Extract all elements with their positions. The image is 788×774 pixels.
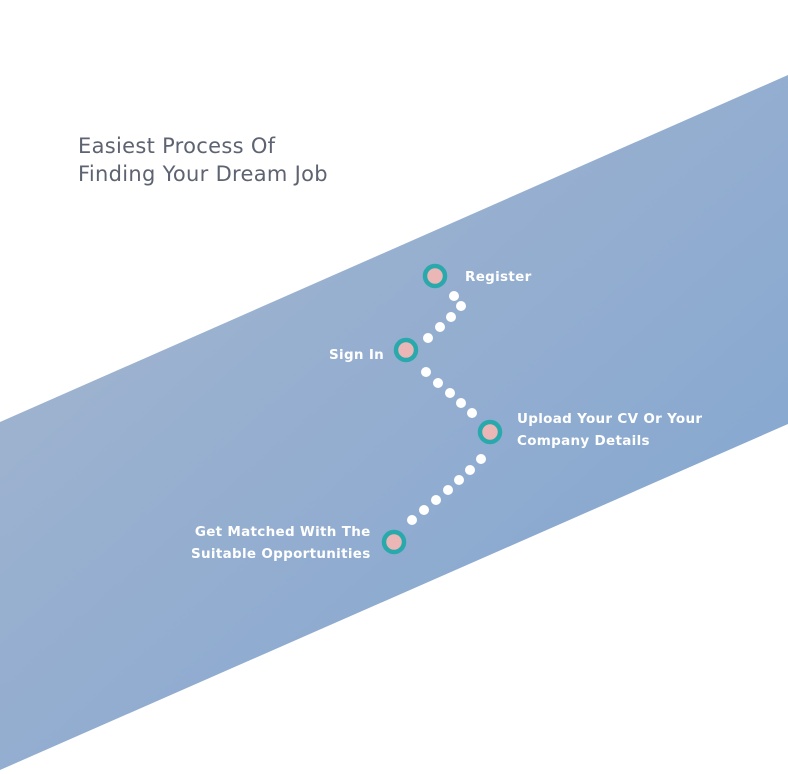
title-line-2: Finding Your Dream Job bbox=[78, 162, 328, 186]
connector-dot bbox=[465, 465, 475, 475]
connector-dot bbox=[454, 475, 464, 485]
connector-dot bbox=[435, 322, 445, 332]
step-node-sign-in bbox=[393, 337, 419, 363]
connector-dot bbox=[445, 388, 455, 398]
connector-dot bbox=[423, 333, 433, 343]
step-label-line: Register bbox=[465, 269, 532, 285]
connector-dot bbox=[419, 505, 429, 515]
connector-dot bbox=[431, 495, 441, 505]
step-label-register: Register bbox=[465, 266, 532, 288]
connector-dot bbox=[456, 398, 466, 408]
step-label-line: Upload Your CV Or Your bbox=[517, 411, 703, 427]
title-line-1: Easiest Process Of bbox=[78, 134, 276, 158]
step-label-sign-in: Sign In bbox=[329, 344, 384, 366]
step-label-upload: Upload Your CV Or Your Company Details bbox=[517, 408, 702, 452]
step-label-line: Suitable Opportunities bbox=[191, 546, 371, 562]
step-node-get-matched bbox=[381, 529, 407, 555]
connector-dot bbox=[443, 485, 453, 495]
connector-dot bbox=[449, 291, 459, 301]
step-label-line: Get Matched With The bbox=[194, 524, 371, 540]
step-label-line: Sign In bbox=[329, 347, 385, 363]
connector-dot bbox=[421, 367, 431, 377]
connector-dot bbox=[446, 312, 456, 322]
step-node-register bbox=[422, 263, 448, 289]
connector-dot bbox=[476, 454, 486, 464]
step-label-get-matched: Get Matched With The Suitable Opportunit… bbox=[191, 521, 371, 565]
connector-dot bbox=[407, 515, 417, 525]
diagonal-band bbox=[0, 75, 788, 770]
page-title: Easiest Process Of Finding Your Dream Jo… bbox=[78, 132, 328, 188]
step-node-upload bbox=[477, 419, 503, 445]
step-label-line: Company Details bbox=[517, 433, 650, 449]
step-nodes bbox=[381, 263, 503, 555]
connector-dots bbox=[407, 291, 486, 525]
connector-dot bbox=[467, 408, 477, 418]
connector-dot bbox=[456, 301, 466, 311]
connector-dot bbox=[433, 378, 443, 388]
